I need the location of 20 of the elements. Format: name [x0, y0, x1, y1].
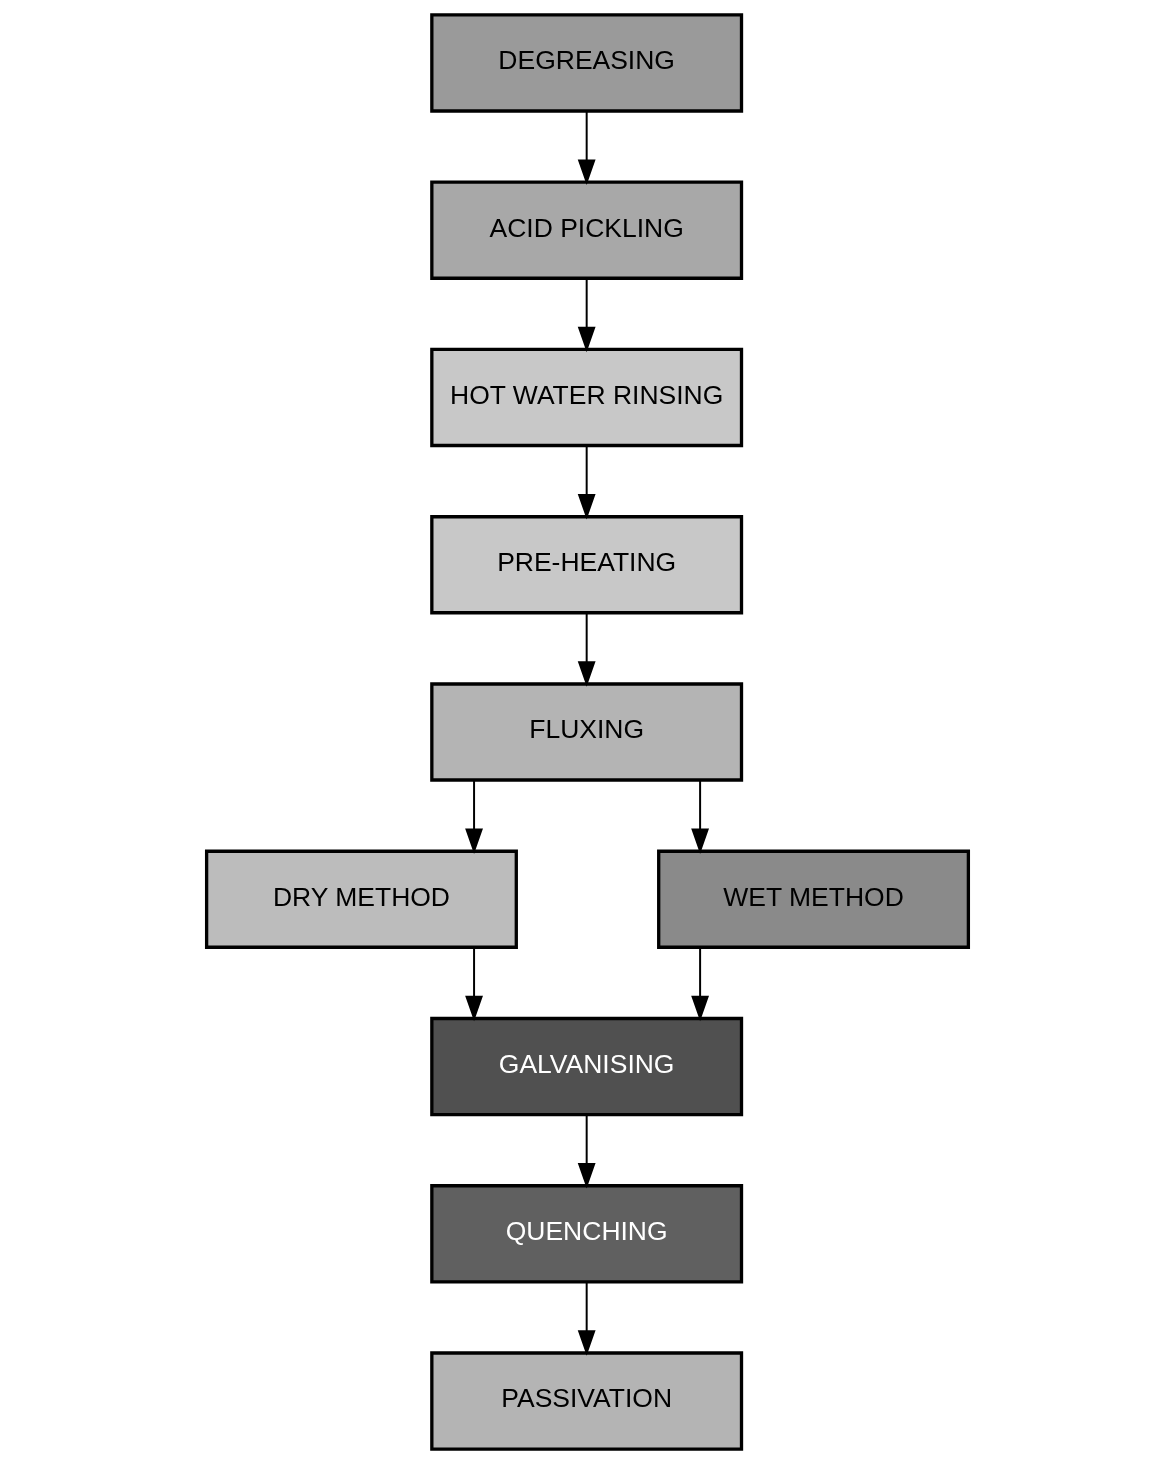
- arrow: [577, 612, 596, 687]
- arrow: [690, 946, 709, 1022]
- node-box: GALVANISING: [429, 1016, 743, 1117]
- arrow: [577, 444, 596, 520]
- node-box: PRE-HEATING: [429, 515, 743, 615]
- node-box: QUENCHING: [429, 1184, 743, 1284]
- arrow: [464, 946, 483, 1022]
- node-box: WET METHOD: [656, 849, 970, 949]
- node-box: HOT WATER RINSING: [429, 347, 743, 448]
- arrow: [464, 779, 483, 854]
- arrow: [577, 1113, 596, 1189]
- node-box: DRY METHOD: [204, 849, 518, 949]
- arrow: [690, 779, 709, 854]
- node-box: FLUXING: [429, 682, 743, 782]
- arrow: [577, 110, 596, 185]
- node-box: ACID PICKLING: [429, 180, 743, 280]
- arrow: [577, 277, 596, 353]
- node-box: PASSIVATION: [429, 1351, 743, 1451]
- arrow: [577, 1281, 596, 1356]
- node-box: DEGREASING: [429, 13, 743, 113]
